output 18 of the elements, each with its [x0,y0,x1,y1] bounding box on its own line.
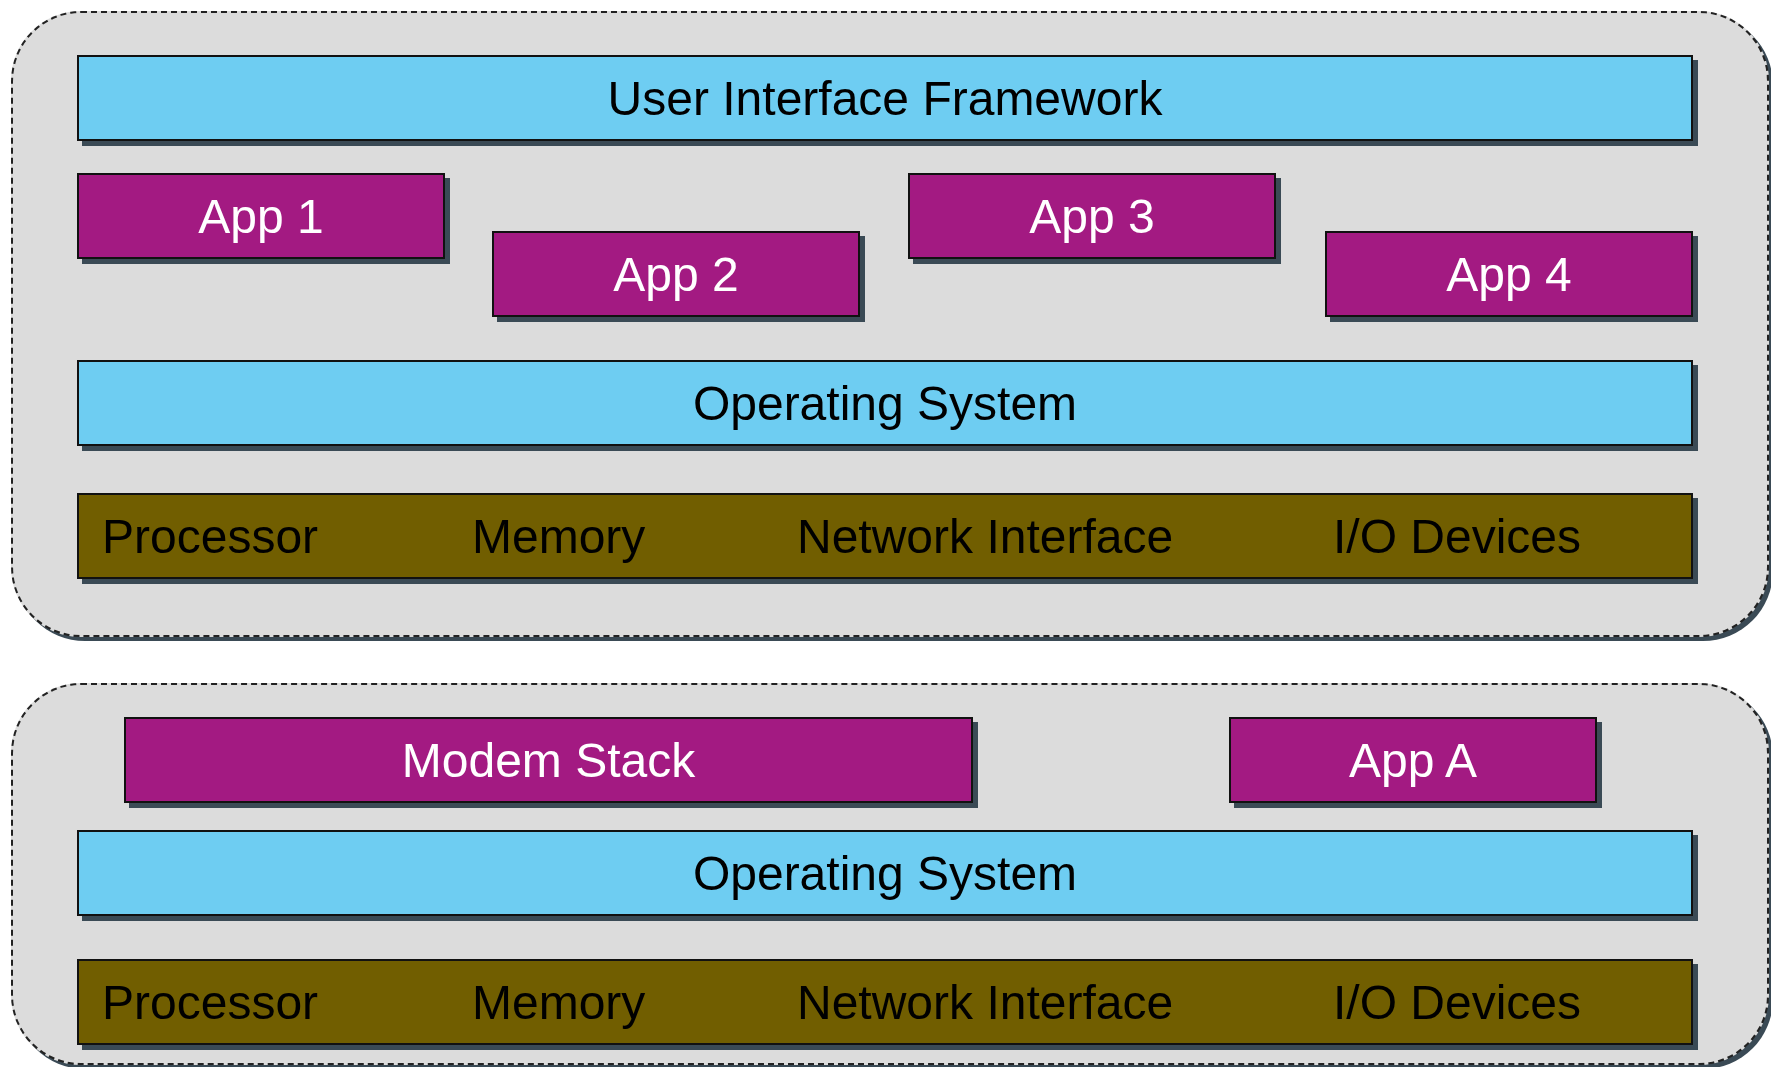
component-label: I/O Devices [1333,974,1582,1030]
app-label: App 3 [1029,188,1155,244]
component-label: I/O Devices [1333,508,1582,564]
component-label: Network Interface [797,508,1174,564]
component-label: Processor [102,974,319,1030]
app-label: App 1 [198,188,324,244]
app-label: App 4 [1446,246,1572,302]
component-label: Memory [472,508,646,564]
layer-label: User Interface Framework [607,70,1163,126]
app-label: App 2 [613,246,739,302]
app-label: App A [1348,732,1478,788]
device-panel [11,683,1769,1065]
layer-label: Operating System [692,845,1078,901]
component-label: Network Interface [797,974,1174,1030]
app-label: Modem Stack [401,732,696,788]
component-label: Processor [102,508,319,564]
component-label: Memory [472,974,646,1030]
layer-label: Operating System [692,375,1078,431]
